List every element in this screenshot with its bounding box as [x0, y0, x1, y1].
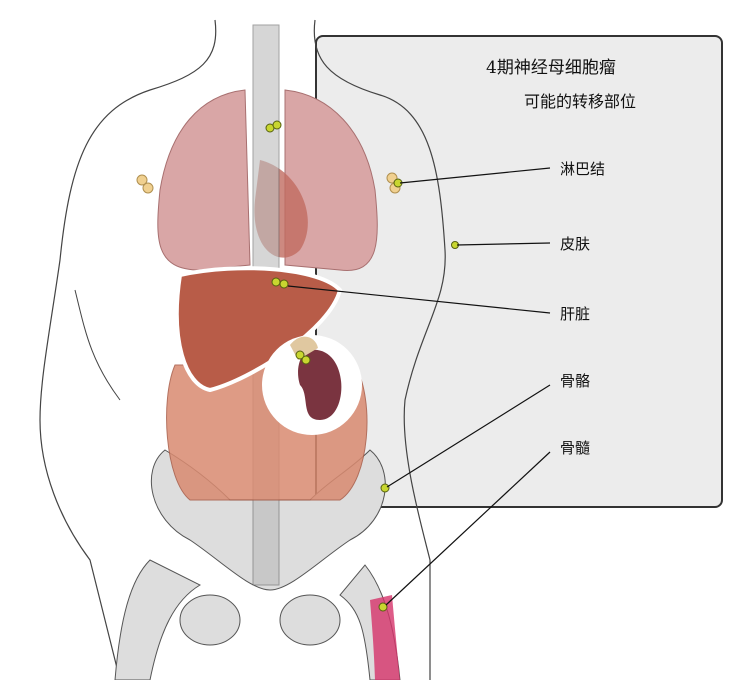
bone-marrow: [370, 595, 400, 680]
diagram-title: 4期神经母细胞瘤: [486, 58, 616, 78]
tumor-markers: [265, 120, 459, 612]
legend-panel: [315, 35, 723, 508]
body-outline: [39, 19, 446, 680]
left-lung: [157, 89, 251, 271]
kidney: [298, 349, 342, 420]
right-lung: [284, 89, 378, 271]
label-bone: 骨骼: [560, 372, 591, 390]
left-femur: [114, 559, 202, 680]
label-lymph-nodes: 淋巴结: [560, 160, 606, 178]
diagram-subtitle: 可能的转移部位: [524, 92, 637, 111]
label-bone-marrow: 骨髓: [560, 439, 591, 457]
label-skin: 皮肤: [560, 235, 591, 253]
label-liver: 肝脏: [560, 305, 591, 323]
lymph-nodes: [136, 172, 401, 194]
leader-lines: [287, 167, 551, 606]
